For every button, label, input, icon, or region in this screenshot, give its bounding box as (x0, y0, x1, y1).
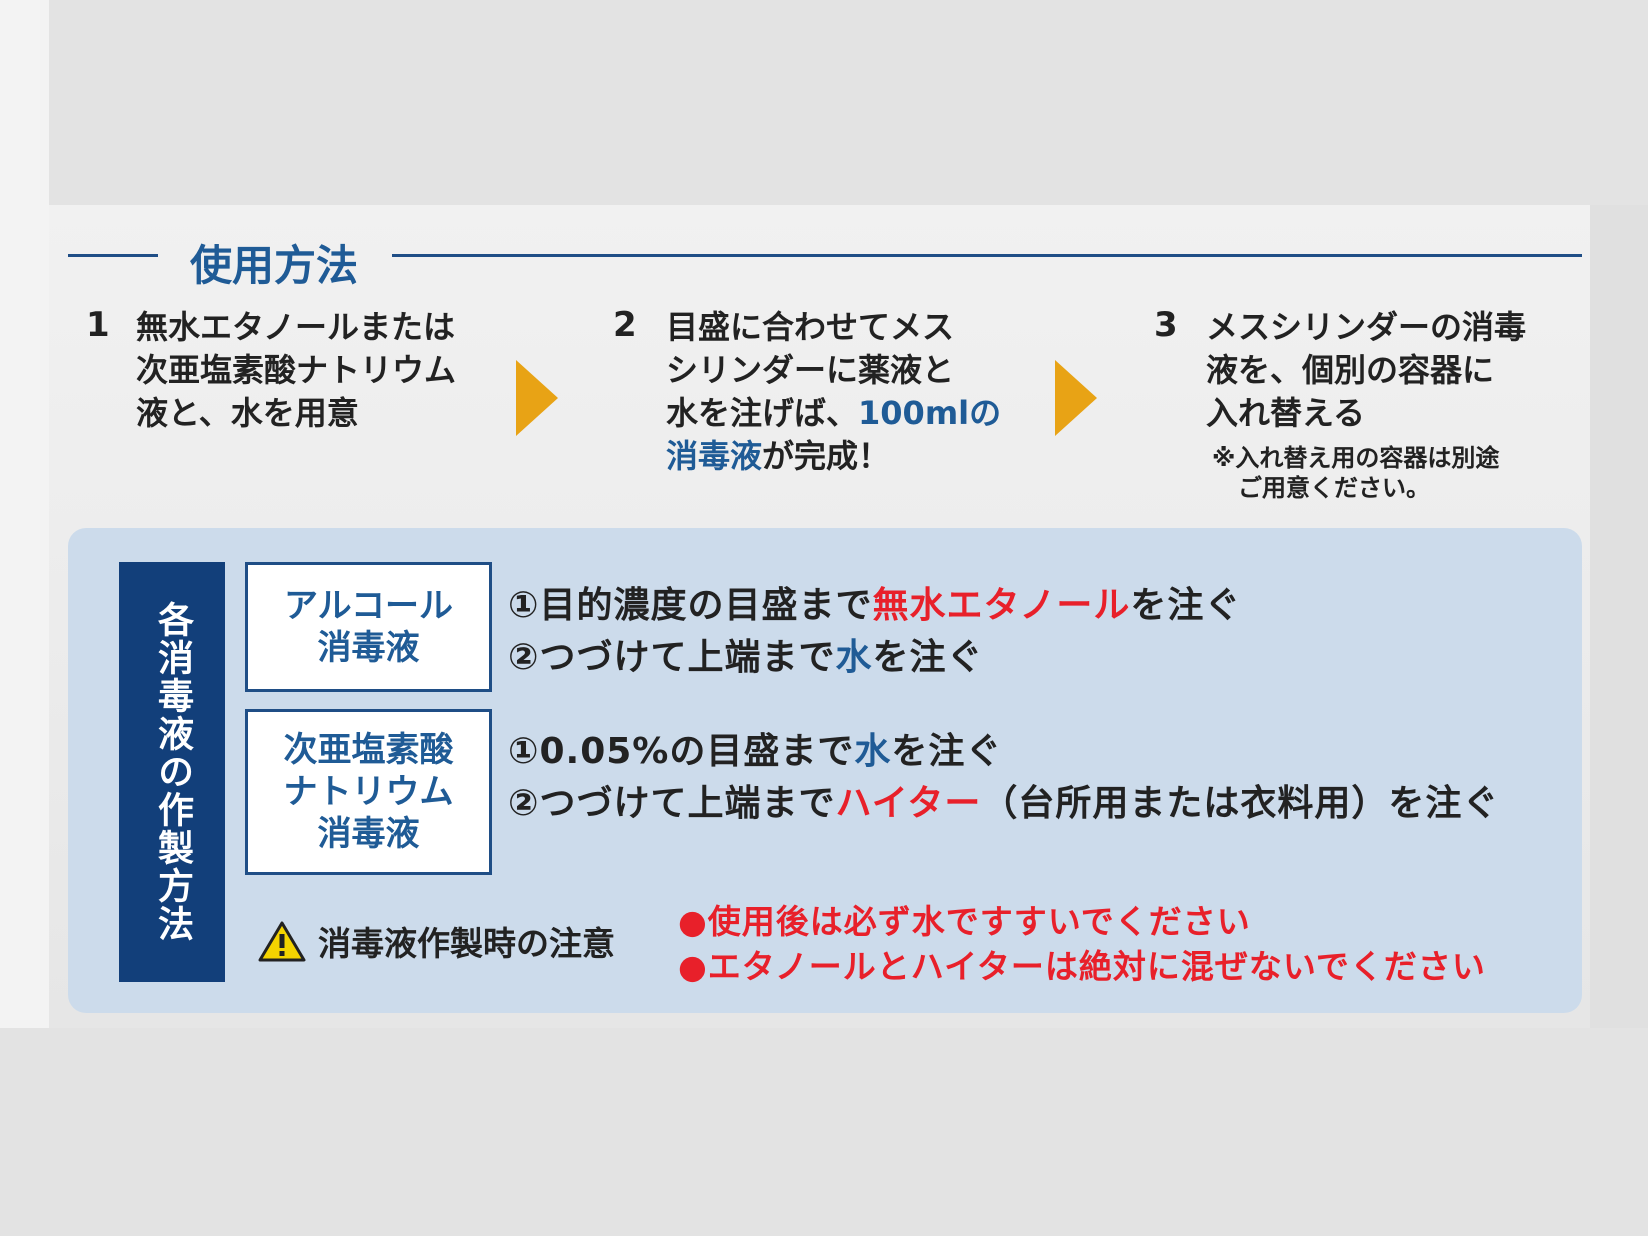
preparation-method-label: 各消毒液の作製方法 (119, 562, 225, 982)
anhydrous-ethanol: 無水エタノール (872, 585, 1131, 626)
hypochlorite-label-line-1: 次亜塩素酸 (283, 730, 454, 770)
step-2-line-3-a: 水を注げば、 (666, 394, 859, 432)
arrow-right-icon (1055, 360, 1097, 436)
header-rule-right (392, 254, 1582, 257)
step-2-line-2: シリンダーに薬液と (666, 351, 955, 389)
step-2-disinfectant: 消毒液 (666, 437, 763, 475)
alcohol-instruction-2: ②つづけて上端まで水を注ぐ (508, 628, 984, 680)
step-1-text: 無水エタノールまたは 次亜塩素酸ナトリウム 液と、水を用意 (136, 306, 456, 435)
step-2-line-4: 消毒液が完成！ (666, 435, 1001, 478)
hypochlorite-instruction-1-c: を注ぐ (891, 731, 1003, 772)
alcohol-label-line-1: アルコール (284, 586, 453, 626)
alcohol-label-box: アルコール 消毒液 (245, 562, 492, 692)
hypochlorite-label-line-3: 消毒液 (317, 814, 420, 854)
hypochlorite-label-box: 次亜塩素酸 ナトリウム 消毒液 (245, 709, 492, 875)
alcohol-instruction-1: ①目的濃度の目盛まで無水エタノールを注ぐ (508, 576, 1241, 628)
step-3-text: メスシリンダーの消毒 液を、個別の容器に 入れ替える (1206, 306, 1526, 435)
step-2-number: 2 (613, 305, 637, 345)
step-2-text: 目盛に合わせてメス シリンダーに薬液と 水を注げば、100mlの 消毒液が完成！ (666, 306, 1001, 478)
alcohol-instruction-2-c: を注ぐ (872, 637, 984, 678)
header-rule-left (68, 254, 158, 257)
step-2-line-3: 水を注げば、100mlの (666, 392, 1001, 435)
step-1-line-3: 液と、水を用意 (136, 394, 359, 432)
step-1-line-2: 次亜塩素酸ナトリウム (136, 351, 457, 389)
water: 水 (835, 637, 873, 678)
caution-item-2: ●エタノールとハイターは絶対に混ぜないでください (678, 947, 1486, 986)
hypochlorite-instruction-1: ①0.05%の目盛まで水を注ぐ (508, 722, 1002, 774)
step-3-line-1: メスシリンダーの消毒 (1206, 308, 1527, 346)
alcohol-instruction-2-a: ②つづけて上端まで (508, 637, 836, 678)
preparation-method-text: 各消毒液の作製方法 (152, 601, 193, 943)
warning-icon (258, 921, 306, 962)
caution-item-1: ●使用後は必ず水ですすいでください (678, 902, 1251, 941)
haiter: ハイター (835, 783, 982, 824)
step-1-number: 1 (86, 305, 110, 345)
hypochlorite-instruction-2: ②つづけて上端までハイター（台所用または衣料用）を注ぐ (508, 774, 1499, 826)
alcohol-label-line-2: 消毒液 (317, 628, 420, 668)
step-3-note-line-1: ※入れ替え用の容器は別途 (1212, 444, 1500, 472)
right-margin (1590, 205, 1648, 1028)
caution-label-text: 消毒液作製時の注意 (318, 924, 615, 963)
step-2-line-1: 目盛に合わせてメス (666, 308, 955, 346)
caution-label: 消毒液作製時の注意 (258, 917, 615, 965)
arrow-right-icon (516, 360, 558, 436)
step-3-note: ※入れ替え用の容器は別途 ご用意ください。 (1212, 443, 1499, 503)
step-3-line-2: 液を、個別の容器に (1206, 351, 1495, 389)
step-1-line-1: 無水エタノールまたは (136, 308, 456, 346)
step-3-note-line-2: ご用意ください。 (1238, 474, 1430, 502)
alcohol-instruction-1-c: を注ぐ (1130, 585, 1242, 626)
step-3-line-3: 入れ替える (1206, 394, 1366, 432)
step-2-volume: 100mlの (858, 394, 1002, 432)
water: 水 (854, 731, 892, 772)
hypochlorite-instruction-2-c: （台所用または衣料用）を注ぐ (981, 783, 1500, 824)
hypochlorite-instruction-1-a: ①0.05%の目盛まで (508, 731, 855, 772)
section-title: 使用方法 (190, 241, 359, 290)
hypochlorite-label-line-2: ナトリウム (283, 772, 454, 812)
left-margin (0, 0, 49, 1028)
step-2-line-4-b: が完成！ (762, 437, 891, 475)
hypochlorite-instruction-2-a: ②つづけて上端まで (508, 783, 836, 824)
alcohol-instruction-1-a: ①目的濃度の目盛まで (508, 585, 873, 626)
step-3-number: 3 (1154, 305, 1178, 345)
